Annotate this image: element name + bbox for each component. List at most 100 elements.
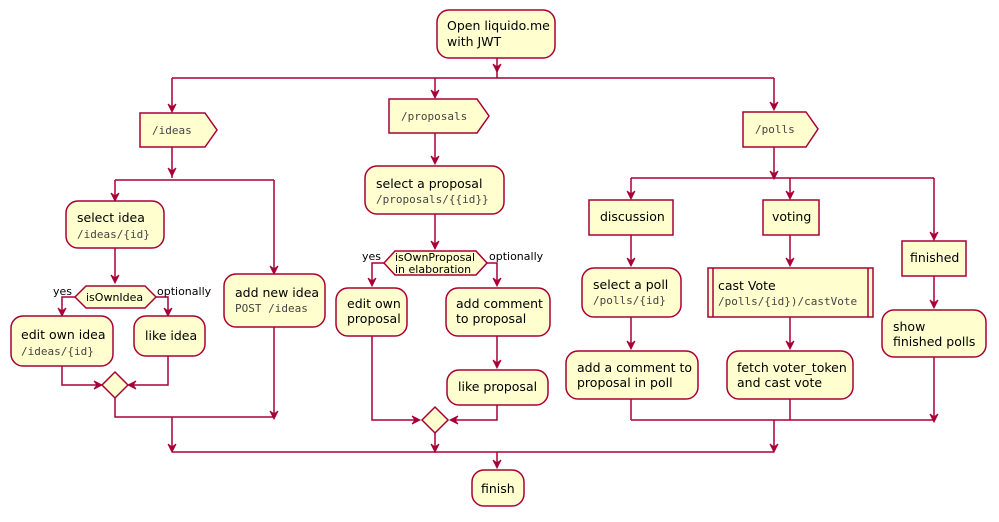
edge-like-proposal-to-merge — [452, 405, 498, 421]
start-line-1: Open liquido.me — [447, 18, 550, 33]
cast-vote-path: /polls/{id})/castVote — [718, 295, 857, 308]
select-idea-node — [65, 200, 165, 249]
arrowhead — [269, 265, 279, 276]
show-finished-polls-line-2: finished polls — [893, 334, 975, 349]
is-own-proposal-yes-label: yes — [362, 250, 381, 263]
finished-label: finished — [910, 250, 959, 265]
fetch-voter-token-line-1: fetch voter_token — [737, 360, 847, 375]
arrowhead — [448, 415, 459, 425]
arrowhead — [626, 257, 636, 268]
start-line-2: with JWT — [447, 34, 502, 49]
arrowhead — [769, 170, 779, 181]
proposals-branch: /proposals select a proposal /proposals/… — [335, 98, 551, 435]
cast-vote-label: cast Vote — [718, 278, 776, 293]
arrowhead — [769, 443, 779, 454]
proposals-merge-diamond — [420, 405, 450, 435]
add-comment-proposal-node — [445, 287, 551, 337]
fetch-voter-token-node — [726, 350, 854, 400]
connectors — [61, 58, 935, 466]
edit-own-idea-path: /ideas/{id} — [21, 345, 94, 358]
edit-own-proposal-line-1: edit own — [347, 296, 401, 311]
arrowhead — [163, 307, 173, 318]
arrowhead — [785, 257, 795, 268]
select-proposal-path: /proposals/{{id}} — [376, 193, 489, 206]
arrowhead — [167, 167, 177, 178]
arrowhead — [367, 277, 377, 288]
start-node: Open liquido.me with JWT — [436, 9, 556, 59]
ideas-join-bar — [114, 398, 274, 418]
arrowhead — [126, 380, 137, 390]
arrowhead — [492, 63, 502, 74]
arrowhead — [430, 155, 440, 166]
start-node-box — [436, 9, 556, 59]
polls-route-label: /polls — [755, 123, 795, 136]
arrowhead — [93, 380, 104, 390]
is-own-idea-label: isOwnIdea — [86, 291, 143, 304]
arrowhead — [110, 192, 120, 203]
edit-own-proposal-node — [335, 287, 408, 337]
arrowhead — [785, 190, 795, 201]
proposals-route-label: /proposals — [401, 110, 467, 123]
proposals-route-node — [388, 98, 490, 134]
ideas-route-node — [139, 112, 218, 148]
arrowhead — [411, 415, 422, 425]
edge-edit-proposal-to-merge — [371, 336, 418, 421]
show-finished-polls-line-1: show — [893, 319, 925, 334]
edge-proposal-no — [487, 262, 498, 284]
edge-like-to-merge — [130, 356, 169, 386]
arrowhead — [929, 231, 939, 242]
select-poll-path: /polls/{id} — [593, 294, 666, 307]
like-proposal-label: like proposal — [458, 379, 537, 394]
arrowhead — [269, 410, 279, 421]
edge-decision-no — [156, 296, 169, 314]
polls-branch: /polls discussion select a poll /polls/{… — [565, 111, 987, 400]
select-idea-label: select idea — [77, 210, 145, 225]
arrowhead — [929, 299, 939, 310]
ideas-branch: /ideas select idea /ideas/{id} isOwnIdea… — [10, 112, 326, 400]
arrowhead — [492, 359, 502, 370]
like-proposal-node — [446, 369, 549, 406]
add-poll-comment-line-1: add a comment to — [577, 360, 692, 375]
is-own-proposal-decision — [382, 250, 489, 276]
is-own-idea-no-label: optionally — [157, 285, 212, 298]
select-proposal-label: select a proposal — [376, 176, 482, 191]
select-proposal-node — [364, 165, 505, 215]
add-comment-proposal-line-1: add comment — [456, 296, 543, 311]
finish-node: finish — [471, 469, 525, 507]
finish-node-box — [471, 469, 525, 507]
like-idea-label: like idea — [145, 328, 197, 343]
edge-proposal-yes — [371, 262, 384, 284]
discussion-node — [588, 199, 674, 236]
arrowhead — [785, 340, 795, 351]
arrowhead — [430, 89, 440, 100]
edge-edit-to-merge — [61, 366, 100, 386]
ideas-merge-diamond — [100, 370, 130, 400]
cast-vote-node — [707, 267, 874, 318]
finished-node — [901, 240, 967, 277]
arrowhead — [57, 307, 67, 318]
select-idea-path: /ideas/{id} — [77, 228, 150, 241]
edit-own-proposal-line-2: proposal — [347, 311, 401, 326]
edge-decision-yes — [61, 296, 75, 314]
select-poll-label: select a poll — [593, 277, 668, 292]
arrowhead — [430, 240, 440, 251]
arrowhead — [769, 101, 779, 112]
arrowhead — [167, 443, 177, 454]
cast-vote-subprocess-bars — [712, 268, 869, 317]
edit-own-idea-label: edit own idea — [21, 327, 106, 342]
is-own-idea-decision — [73, 285, 158, 309]
is-own-proposal-line-1: isOwnProposal — [395, 251, 475, 264]
arrowhead — [167, 103, 177, 114]
fetch-voter-token-line-2: and cast vote — [737, 375, 822, 390]
arrowhead — [929, 413, 939, 424]
discussion-label: discussion — [600, 209, 665, 224]
select-poll-node — [581, 267, 682, 318]
is-own-proposal-line-2: in elaboration — [395, 263, 471, 276]
polls-route-node — [742, 111, 819, 148]
finish-label: finish — [481, 481, 515, 496]
arrowhead — [110, 274, 120, 285]
add-new-idea-node — [223, 273, 326, 328]
show-finished-polls-node — [881, 309, 987, 358]
